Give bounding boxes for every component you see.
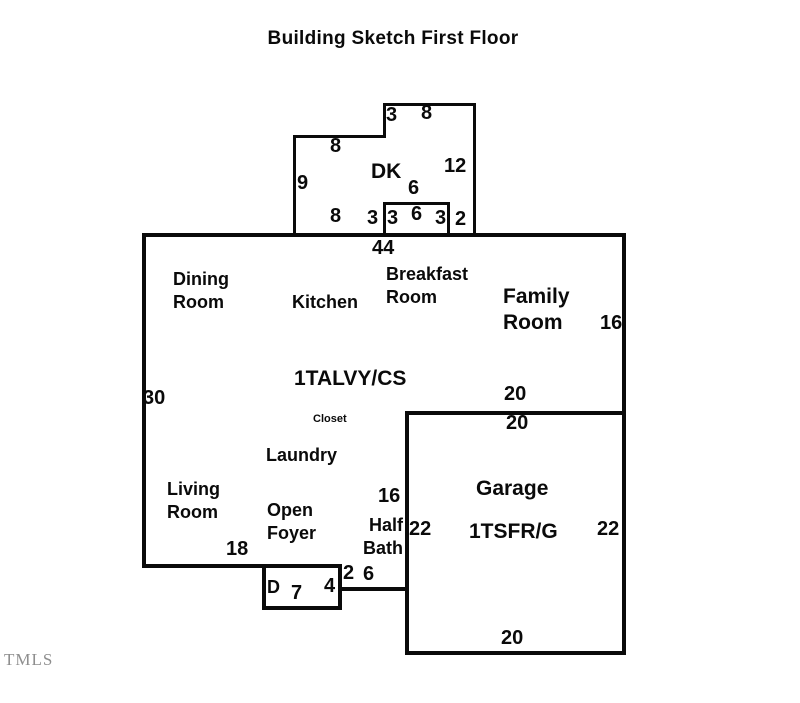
dim-garage-right: 22 — [597, 518, 620, 540]
dim-garage-left: 22 — [409, 518, 432, 540]
dim-deck-left: 9 — [297, 172, 309, 194]
dim-deck-stoop-out-left: 3 — [367, 207, 379, 229]
dim-garage-bottom: 20 — [501, 627, 524, 649]
mls-watermark: TMLS — [4, 650, 54, 669]
dim-deck-right: 12 — [444, 155, 467, 177]
house-code: 1TALVY/CS — [294, 367, 407, 390]
page-title: Building Sketch First Floor — [267, 28, 519, 49]
dim-deck-bottom: 8 — [330, 205, 342, 227]
dim-house-top: 44 — [372, 237, 395, 259]
room-label-kitchen: Kitchen — [292, 292, 359, 312]
dim-bath-right: 16 — [378, 485, 401, 507]
room-label-half-bath: Half Bath — [363, 515, 403, 558]
dim-family-bottom: 20 — [504, 383, 527, 405]
dim-porch-gap-b: 6 — [363, 563, 375, 585]
wall-deck-right — [473, 103, 476, 236]
wall-deck-step — [293, 135, 386, 138]
room-label-breakfast: Breakfast Room — [386, 264, 469, 307]
wall-porch-connector — [338, 587, 408, 591]
room-label-deck: DK — [371, 160, 402, 183]
room-label-family: Family Room — [503, 285, 570, 334]
wall-house-right — [622, 233, 626, 655]
dim-living-bottom: 18 — [226, 538, 249, 560]
wall-garage-bottom — [405, 651, 626, 655]
wall-porch-bottom — [262, 606, 342, 610]
dim-porch-right: 4 — [324, 575, 336, 597]
dim-deck-stoop-right: 3 — [435, 207, 447, 229]
room-label-laundry: Laundry — [266, 445, 338, 465]
wall-garage-top — [405, 411, 626, 415]
room-label-closet: Closet — [313, 413, 347, 425]
dim-deck-stoop-top: 6 — [408, 177, 420, 199]
dim-porch-gap-a: 2 — [343, 562, 355, 584]
wall-garage-left — [405, 411, 409, 655]
wall-deck-notch-left — [383, 103, 386, 138]
dim-house-left: 30 — [143, 387, 166, 409]
wall-deck-top — [383, 103, 476, 106]
wall-house-top — [142, 233, 626, 237]
dim-deck-stoop-mid: 6 — [411, 203, 423, 225]
dim-deck-top-b: 8 — [421, 102, 433, 124]
dim-garage-top: 20 — [506, 412, 529, 434]
room-label-living: Living Room — [167, 479, 220, 522]
dim-family-right: 16 — [600, 312, 623, 334]
garage-code: 1TSFR/G — [469, 520, 558, 543]
room-label-stoop: D — [267, 577, 280, 597]
wall-porch-left — [262, 564, 266, 610]
room-label-dining: Dining Room — [173, 269, 229, 312]
wall-deck-left — [293, 135, 296, 236]
wall-deck-stoop-right — [447, 202, 450, 236]
wall-deck-stoop-left — [383, 202, 386, 236]
room-label-foyer: Open Foyer — [267, 500, 317, 543]
room-label-garage: Garage — [476, 477, 549, 500]
dim-porch-width: 7 — [291, 582, 303, 604]
dim-deck-gap-right: 2 — [455, 208, 467, 230]
dim-deck-top-a: 3 — [386, 104, 398, 126]
dim-deck-step: 8 — [330, 135, 342, 157]
wall-deck-stoop-top — [383, 202, 450, 205]
wall-house-left — [142, 233, 146, 568]
dim-deck-stoop-left: 3 — [387, 207, 399, 229]
wall-house-bottom — [142, 564, 342, 568]
